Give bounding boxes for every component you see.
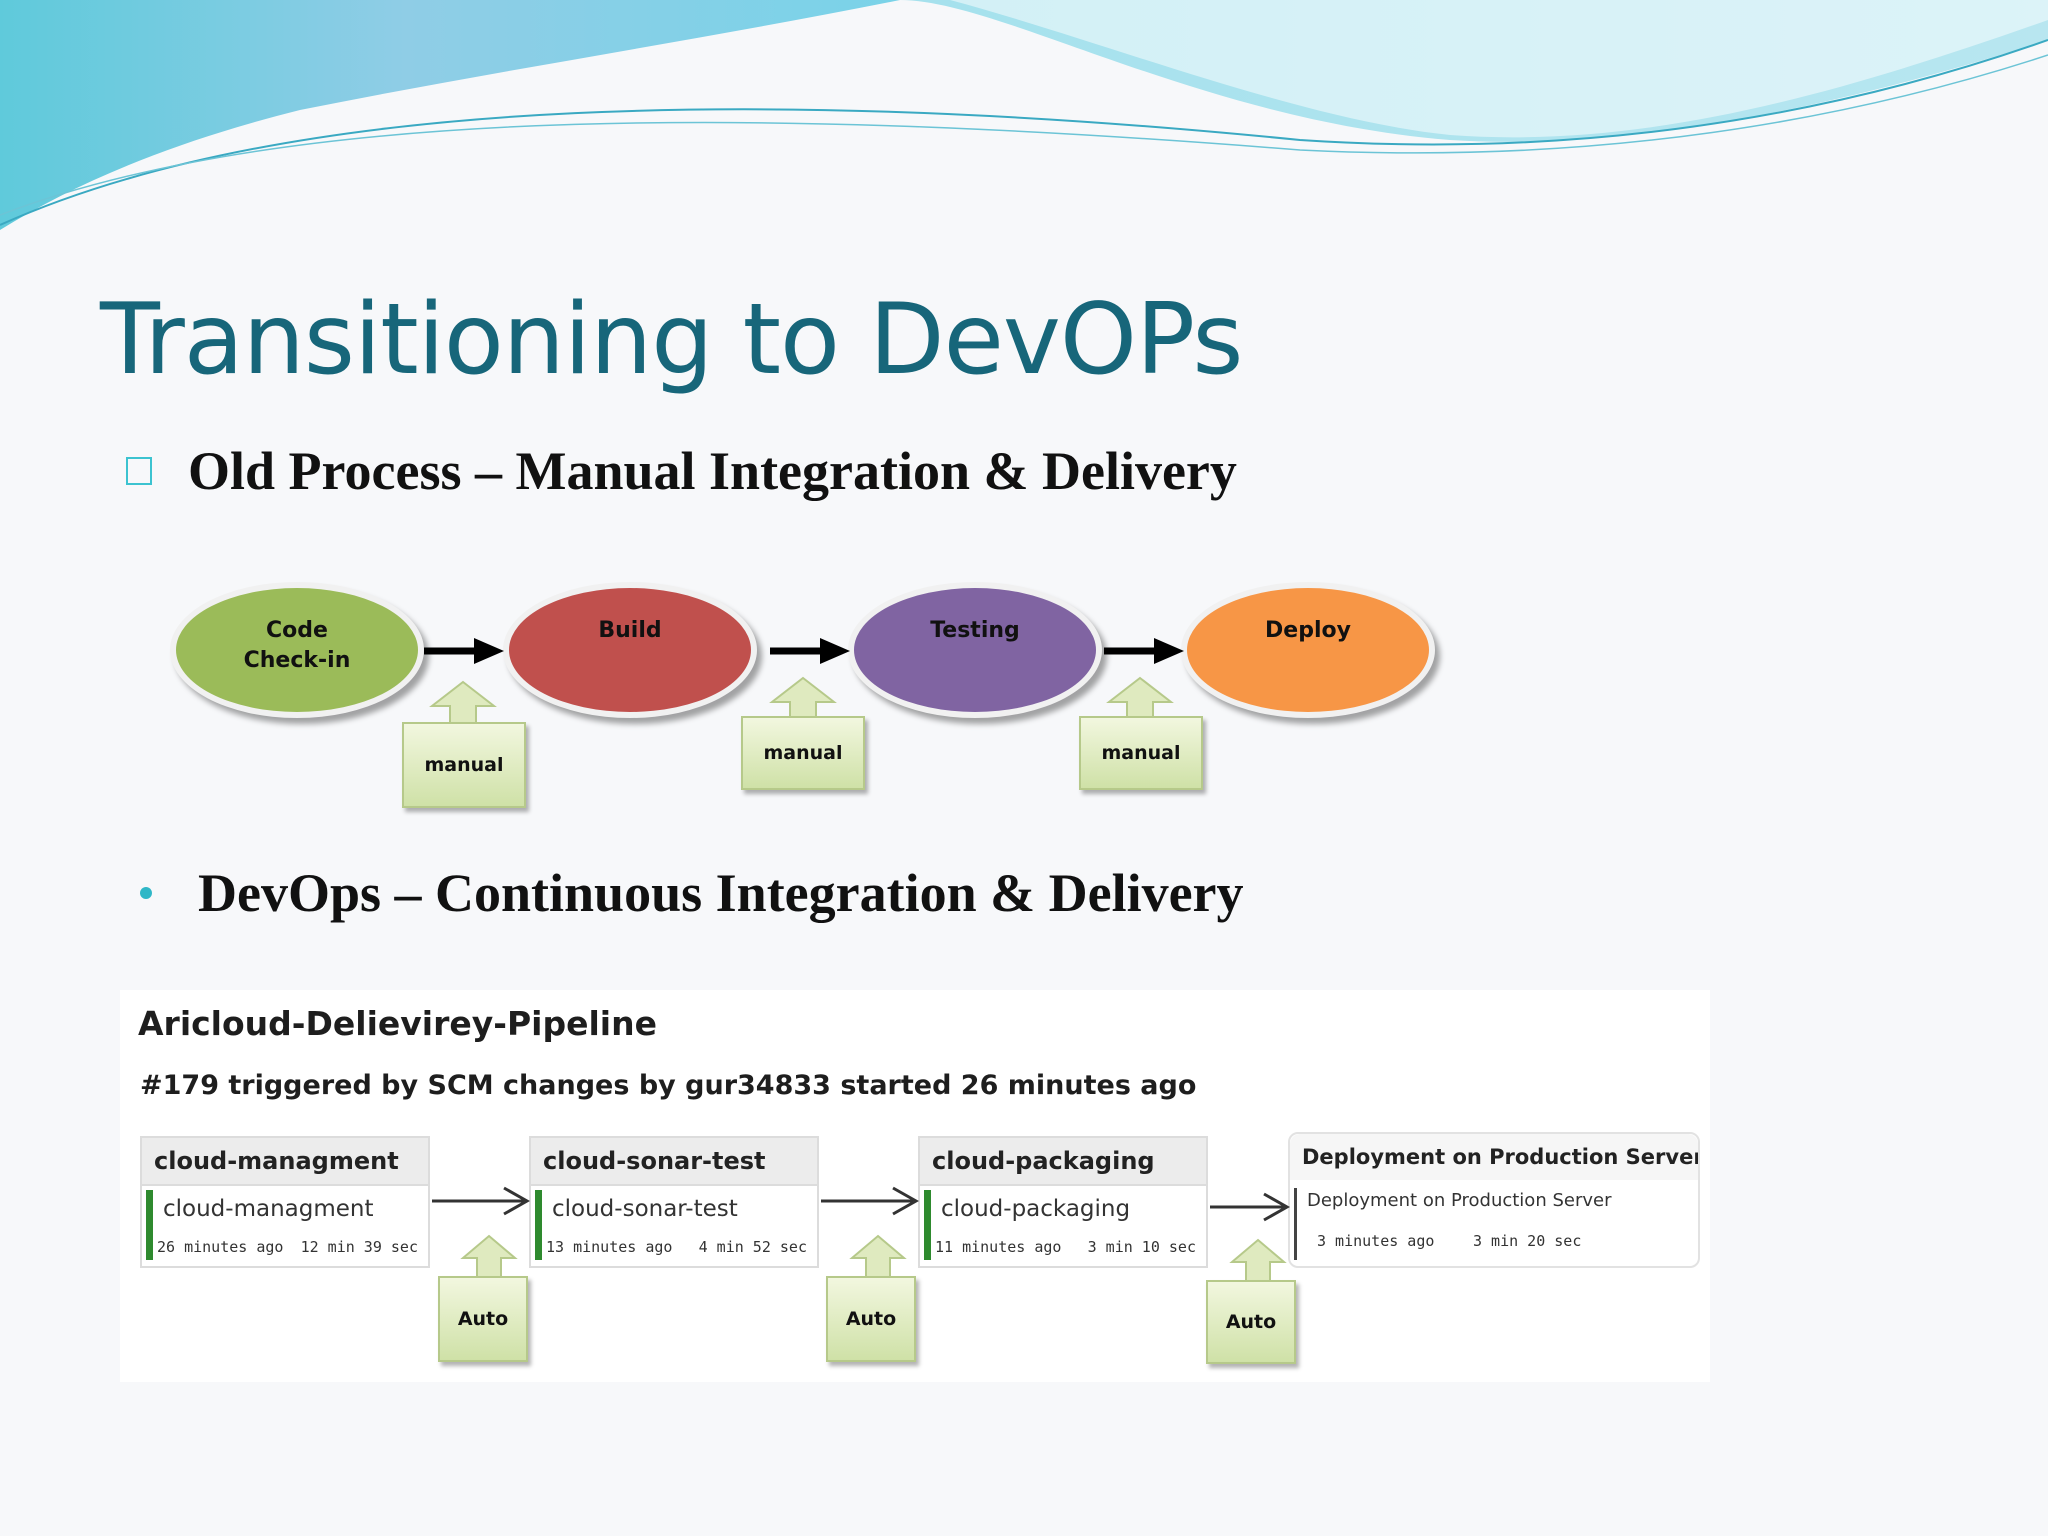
pipeline-run-info: #179 triggered by SCM changes by gur3483… bbox=[140, 1070, 1197, 1101]
pipeline-arrow-icon bbox=[432, 1186, 530, 1216]
stage-job-name[interactable]: cloud-managment bbox=[163, 1196, 374, 1222]
up-arrow-icon bbox=[1229, 1238, 1287, 1282]
stage-job-status: cloud-managment 26 minutes ago 12 min 39… bbox=[146, 1190, 424, 1260]
pipeline-stage-card[interactable]: cloud-packaging cloud-packaging 11 minut… bbox=[918, 1136, 1208, 1268]
bullet-old-process: Old Process – Manual Integration & Deliv… bbox=[126, 440, 1237, 502]
header-wave-decoration bbox=[0, 0, 2048, 230]
transition-auto-2: Auto bbox=[826, 1276, 916, 1362]
stage-job-status: cloud-sonar-test 13 minutes ago 4 min 52… bbox=[535, 1190, 813, 1260]
pipeline-stage-card[interactable]: cloud-sonar-test cloud-sonar-test 13 min… bbox=[529, 1136, 819, 1268]
stage-time-ago: 13 minutes ago bbox=[546, 1238, 673, 1256]
stage-header[interactable]: cloud-managment bbox=[142, 1138, 428, 1186]
bullet-box-icon bbox=[126, 457, 152, 485]
transition-auto-1: Auto bbox=[438, 1276, 528, 1362]
stage-label: Build bbox=[598, 618, 662, 643]
stage-header[interactable]: cloud-sonar-test bbox=[531, 1138, 817, 1186]
pipeline-view: Aricloud-Delievirey-Pipeline #179 trigge… bbox=[120, 990, 1710, 1382]
transition-manual-2: manual bbox=[741, 716, 865, 790]
bullet-old-process-text: Old Process – Manual Integration & Deliv… bbox=[188, 441, 1237, 501]
pipeline-name: Aricloud-Delievirey-Pipeline bbox=[138, 1004, 657, 1043]
up-arrow-icon bbox=[460, 1234, 518, 1278]
pipeline-arrow-icon bbox=[1210, 1192, 1290, 1222]
arrow-right-icon bbox=[770, 638, 850, 664]
stage-testing: Testing bbox=[848, 582, 1102, 718]
arrow-right-icon bbox=[424, 638, 504, 664]
stage-deploy: Deploy bbox=[1181, 582, 1435, 718]
bullet-devops-text: DevOps – Continuous Integration & Delive… bbox=[198, 863, 1244, 923]
up-arrow-icon bbox=[1106, 676, 1174, 722]
transition-manual-1: manual bbox=[402, 722, 526, 808]
stage-job-name[interactable]: Deployment on Production Server bbox=[1307, 1190, 1612, 1211]
stage-header[interactable]: Deployment on Production Server bbox=[1290, 1134, 1698, 1180]
pipeline-arrow-icon bbox=[821, 1186, 919, 1216]
stage-time-ago: 11 minutes ago bbox=[935, 1238, 1062, 1256]
up-arrow-icon bbox=[429, 680, 497, 726]
stage-duration: 3 min 20 sec bbox=[1473, 1232, 1582, 1250]
transition-auto-3: Auto bbox=[1206, 1280, 1296, 1364]
stage-duration: 3 min 10 sec bbox=[1087, 1238, 1196, 1256]
bullet-devops: DevOps – Continuous Integration & Delive… bbox=[140, 862, 1244, 924]
stage-build: Build bbox=[503, 582, 757, 718]
stage-job-status: Deployment on Production Server 3 minute… bbox=[1294, 1188, 1694, 1260]
stage-header[interactable]: cloud-packaging bbox=[920, 1138, 1206, 1186]
stage-job-name[interactable]: cloud-packaging bbox=[941, 1196, 1131, 1222]
stage-job-name[interactable]: cloud-sonar-test bbox=[552, 1196, 738, 1222]
pipeline-stage-card[interactable]: Deployment on Production Server Deployme… bbox=[1288, 1132, 1700, 1268]
stage-code-checkin: Code Check-in bbox=[170, 582, 424, 718]
stage-time-ago: 26 minutes ago bbox=[157, 1238, 284, 1256]
stage-time-ago: 3 minutes ago bbox=[1317, 1232, 1435, 1250]
stage-label: Deploy bbox=[1265, 618, 1351, 643]
bullet-dot-icon bbox=[140, 887, 152, 899]
stage-job-status: cloud-packaging 11 minutes ago 3 min 10 … bbox=[924, 1190, 1202, 1260]
pipeline-stage-card[interactable]: cloud-managment cloud-managment 26 minut… bbox=[140, 1136, 430, 1268]
transition-manual-3: manual bbox=[1079, 716, 1203, 790]
slide-title: Transitioning to DevOPs bbox=[100, 283, 1243, 397]
up-arrow-icon bbox=[849, 1234, 907, 1278]
up-arrow-icon bbox=[769, 676, 837, 722]
stage-duration: 4 min 52 sec bbox=[698, 1238, 807, 1256]
stage-label: Code Check-in bbox=[243, 618, 351, 673]
stage-label: Testing bbox=[930, 618, 1020, 643]
stage-duration: 12 min 39 sec bbox=[300, 1238, 418, 1256]
arrow-right-icon bbox=[1104, 638, 1184, 664]
